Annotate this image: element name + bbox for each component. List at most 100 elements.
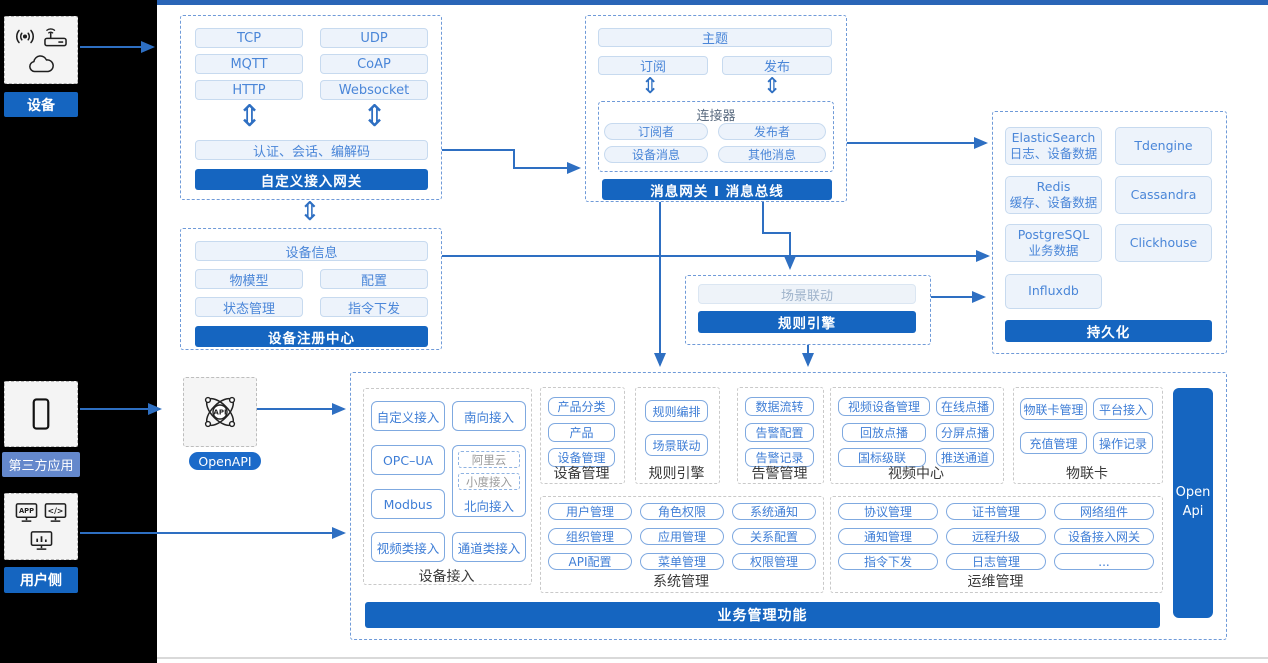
item-scene-linkage: 场景联动 bbox=[645, 434, 708, 456]
node-command-send: 指令下发 bbox=[320, 297, 428, 317]
phone-icon bbox=[31, 397, 51, 431]
item-alarm-record: 告警记录 bbox=[745, 448, 814, 467]
video-center-title: 视频中心 bbox=[888, 466, 944, 482]
top-border bbox=[157, 0, 1268, 5]
node-config: 配置 bbox=[320, 269, 428, 289]
item-playback: 回放点播 bbox=[842, 423, 926, 442]
item-system-notice: 系统通知 bbox=[732, 503, 816, 520]
item-channel-access: 通道类接入 bbox=[452, 532, 526, 562]
item-permission-mgmt: 权限管理 bbox=[732, 553, 816, 570]
device-access-title: 设备接入 bbox=[418, 569, 475, 585]
system-mgmt-group bbox=[540, 496, 824, 593]
node-thing-model: 物模型 bbox=[195, 269, 303, 289]
item-product-category: 产品分类 bbox=[548, 397, 615, 416]
business-mgmt-bar: 业务管理功能 bbox=[365, 602, 1160, 628]
node-udp: UDP bbox=[320, 28, 428, 48]
item-southbound-access: 南向接入 bbox=[452, 401, 526, 431]
app-icon: APP bbox=[14, 501, 39, 524]
double-arrow-icon: ⇕ bbox=[763, 74, 782, 99]
item-split-screen: 分屏点播 bbox=[936, 423, 994, 442]
item-opc-ua: OPC–UA bbox=[371, 445, 445, 475]
svg-text:APP: APP bbox=[19, 507, 34, 515]
third-party-box bbox=[4, 381, 78, 447]
device-mgmt-group bbox=[540, 387, 625, 484]
double-arrow-icon: ⇕ bbox=[299, 197, 321, 227]
connector-group: 连接器 bbox=[598, 101, 834, 172]
device-registry-bar: 设备注册中心 bbox=[195, 326, 428, 347]
user-side-label: 用户侧 bbox=[4, 567, 78, 593]
router-icon bbox=[42, 25, 69, 48]
item-recharge-mgmt: 充值管理 bbox=[1020, 432, 1087, 454]
item-command-send-ops: 指令下发 bbox=[838, 553, 938, 570]
item-app-mgmt: 应用管理 bbox=[640, 528, 724, 545]
item-online-play: 在线点播 bbox=[936, 397, 994, 416]
svg-text:API: API bbox=[213, 409, 226, 417]
signal-icon bbox=[13, 26, 37, 47]
third-party-label: 第三方应用 bbox=[2, 452, 80, 477]
item-device-access-gateway: 设备接入网关 bbox=[1054, 528, 1154, 545]
item-api-config: API配置 bbox=[548, 553, 632, 570]
item-video-access: 视频类接入 bbox=[371, 532, 445, 562]
node-websocket: Websocket bbox=[320, 80, 428, 100]
item-platform-access: 平台接入 bbox=[1093, 398, 1153, 420]
node-http: HTTP bbox=[195, 80, 303, 100]
custom-gateway-bar: 自定义接入网关 bbox=[195, 169, 428, 190]
node-tcp: TCP bbox=[195, 28, 303, 48]
item-alarm-config: 告警配置 bbox=[745, 423, 814, 442]
node-tdengine: Tdengine bbox=[1115, 127, 1212, 165]
node-topic: 主题 bbox=[598, 28, 832, 47]
item-org-mgmt: 组织管理 bbox=[548, 528, 632, 545]
node-device-info: 设备信息 bbox=[195, 241, 428, 261]
svg-text:</>: </> bbox=[48, 506, 64, 515]
message-bus-bar: 消息网关 I 消息总线 bbox=[602, 179, 832, 200]
ops-mgmt-group bbox=[830, 496, 1163, 593]
item-rule-orchestration: 规则编排 bbox=[645, 400, 708, 422]
node-clickhouse: Clickhouse bbox=[1115, 224, 1212, 262]
item-user-mgmt: 用户管理 bbox=[548, 503, 632, 520]
node-influxdb: Influxdb bbox=[1005, 274, 1102, 309]
iot-card-group bbox=[1013, 387, 1163, 484]
chart-icon bbox=[9, 529, 73, 552]
item-product: 产品 bbox=[548, 423, 615, 442]
item-gb-cascade: 国标级联 bbox=[838, 448, 926, 467]
item-protocol-mgmt: 协议管理 bbox=[838, 503, 938, 520]
item-xiaodu-access: 小度接入 bbox=[458, 473, 520, 490]
item-modbus: Modbus bbox=[371, 489, 445, 519]
item-operation-record: 操作记录 bbox=[1093, 432, 1153, 454]
item-remote-upgrade: 远程升级 bbox=[946, 528, 1046, 545]
item-log-mgmt: 日志管理 bbox=[946, 553, 1046, 570]
code-icon: </> bbox=[43, 501, 68, 524]
ops-mgmt-title: 运维管理 bbox=[967, 574, 1024, 590]
item-role-permission: 角色权限 bbox=[640, 503, 724, 520]
rule-engine-bar: 规则引擎 bbox=[698, 311, 916, 333]
openapi-label: OpenAPI bbox=[189, 452, 261, 470]
video-center-group bbox=[830, 387, 1004, 484]
device-label: 设备 bbox=[4, 92, 78, 117]
double-arrow-icon: ⇕ bbox=[237, 99, 263, 134]
node-state-mgmt: 状态管理 bbox=[195, 297, 303, 317]
node-other-message: 其他消息 bbox=[718, 146, 826, 163]
system-mgmt-title: 系统管理 bbox=[653, 574, 709, 590]
rule-engine-biz-title: 规则引擎 bbox=[648, 466, 705, 482]
node-subscribe: 订阅 bbox=[598, 56, 708, 75]
cloud-icon bbox=[9, 55, 73, 75]
open-api-bar: Open Api bbox=[1173, 388, 1213, 618]
user-side-box: APP </> bbox=[4, 493, 78, 560]
node-device-message: 设备消息 bbox=[604, 146, 708, 163]
node-publish: 发布 bbox=[722, 56, 832, 75]
double-arrow-icon: ⇕ bbox=[641, 74, 660, 99]
item-push-channel: 推送通道 bbox=[936, 448, 994, 467]
double-arrow-icon: ⇕ bbox=[362, 99, 388, 134]
node-subscriber: 订阅者 bbox=[604, 123, 708, 140]
item-device-mgmt: 设备管理 bbox=[548, 448, 615, 467]
item-custom-access: 自定义接入 bbox=[371, 401, 445, 431]
item-northbound-label: 北向接入 bbox=[463, 499, 514, 514]
api-atom-icon: API bbox=[198, 390, 242, 434]
node-publisher: 发布者 bbox=[718, 123, 826, 140]
item-network-component: 网络组件 bbox=[1054, 503, 1154, 520]
device-access-group bbox=[363, 388, 532, 585]
item-relation-config: 关系配置 bbox=[732, 528, 816, 545]
